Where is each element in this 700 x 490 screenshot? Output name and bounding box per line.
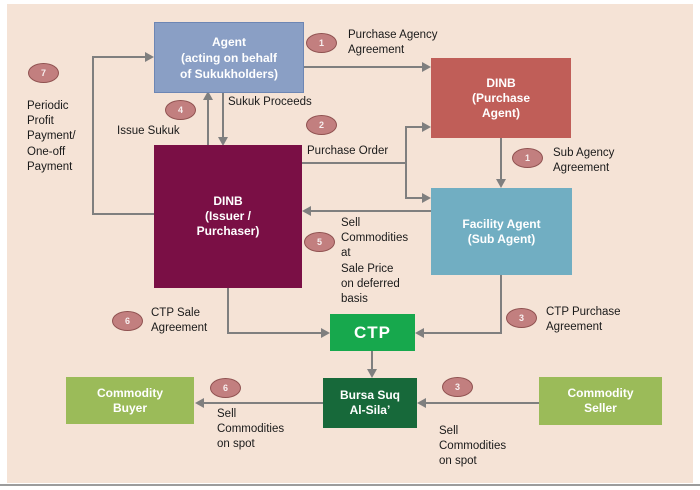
purchase-agency-label: Purchase Agency Agreement <box>348 29 438 57</box>
sukuk-proceeds-line <box>222 91 224 137</box>
ctp-sale-label: CTP Sale Agreement <box>151 307 208 335</box>
arrowhead-into-ctp-left <box>321 328 330 338</box>
sell-deferred-line <box>310 210 431 212</box>
arrowhead-into-dinb-issuer <box>302 206 311 216</box>
purchase-order-label: Purchase Order <box>307 145 389 157</box>
arrowhead-into-ctp-right <box>415 328 424 338</box>
facility-agent-box: Facility Agent (Sub Agent) <box>431 188 572 275</box>
dinb-issuer-purchaser-box: DINB (Issuer / Purchaser) <box>154 145 302 288</box>
arrowhead-into-bursa-right <box>417 398 426 408</box>
purchase-agency-line <box>302 66 423 68</box>
step-badge-1-sub-agency: 1 <box>512 148 543 168</box>
arrowhead-into-dinb-purchase <box>422 62 431 72</box>
sell-spot-right-label: Sell Commodities on spot <box>439 425 507 468</box>
arrowhead-into-agent <box>145 52 154 62</box>
bursa-suq-al-sila-box: Bursa Suq Al-Sila’ <box>323 378 417 428</box>
step-badge-3-sell-spot: 3 <box>442 377 473 397</box>
sukuk-proceeds-label: Sukuk Proceeds <box>228 96 312 108</box>
agent-box: Agent (acting on behalf of Sukukholders) <box>154 22 304 93</box>
step-badge-6-ctp-sale: 6 <box>112 311 143 331</box>
seller-to-bursa-line <box>426 402 539 404</box>
ctp-sale-line-horizontal <box>227 332 322 334</box>
ctp-box: CTP <box>330 314 415 351</box>
sell-deferred-label: Sell Commodities at Sale Price on deferr… <box>341 217 409 306</box>
ctp-purchase-line-vertical <box>500 275 502 334</box>
arrowhead-into-facility-top <box>496 179 506 188</box>
dinb-purchase-agent-box: DINB (Purchase Agent) <box>431 58 571 138</box>
arrowhead-into-buyer <box>195 398 204 408</box>
sell-spot-left-label: Sell Commodities on spot <box>217 408 285 451</box>
step-badge-6-sell-spot: 6 <box>210 378 241 398</box>
periodic-payment-line-vertical <box>92 56 94 215</box>
purchase-order-branch-vertical <box>405 126 407 199</box>
periodic-payment-label: Periodic Profit Payment/ One-off Payment <box>27 100 76 173</box>
commodity-buyer-box: Commodity Buyer <box>66 377 194 424</box>
sub-agency-label: Sub Agency Agreement <box>553 147 615 175</box>
step-badge-1-purchase-agency: 1 <box>306 33 337 53</box>
arrowhead-issue-sukuk-up <box>203 91 213 100</box>
ctp-purchase-line-horizontal <box>424 332 502 334</box>
step-badge-3-ctp-purchase: 3 <box>506 308 537 328</box>
step-badge-4: 4 <box>165 100 196 120</box>
page-bottom-edge <box>0 484 700 486</box>
bursa-to-buyer-line <box>204 402 323 404</box>
step-badge-5: 5 <box>304 232 335 252</box>
periodic-payment-line-bottom <box>92 213 155 215</box>
periodic-payment-line-top <box>92 56 146 58</box>
ctp-purchase-label: CTP Purchase Agreement <box>546 306 621 334</box>
purchase-order-branch-top <box>405 126 423 128</box>
sub-agency-line <box>500 138 502 180</box>
arrowhead-into-bursa-top <box>367 369 377 378</box>
purchase-order-line <box>302 162 407 164</box>
step-badge-2: 2 <box>306 115 337 135</box>
arrowhead-order-into-dinb-purchase <box>422 122 431 132</box>
step-badge-7: 7 <box>28 63 59 83</box>
issue-sukuk-label: Issue Sukuk <box>117 125 180 137</box>
commodity-seller-box: Commodity Seller <box>539 377 662 425</box>
arrowhead-order-into-facility <box>422 193 431 203</box>
ctp-sale-line-vertical <box>227 288 229 334</box>
ctp-to-bursa-line <box>371 351 373 371</box>
purchase-order-branch-bottom <box>405 197 423 199</box>
issue-sukuk-line <box>207 99 209 145</box>
arrowhead-sukuk-proceeds-down <box>218 137 228 146</box>
